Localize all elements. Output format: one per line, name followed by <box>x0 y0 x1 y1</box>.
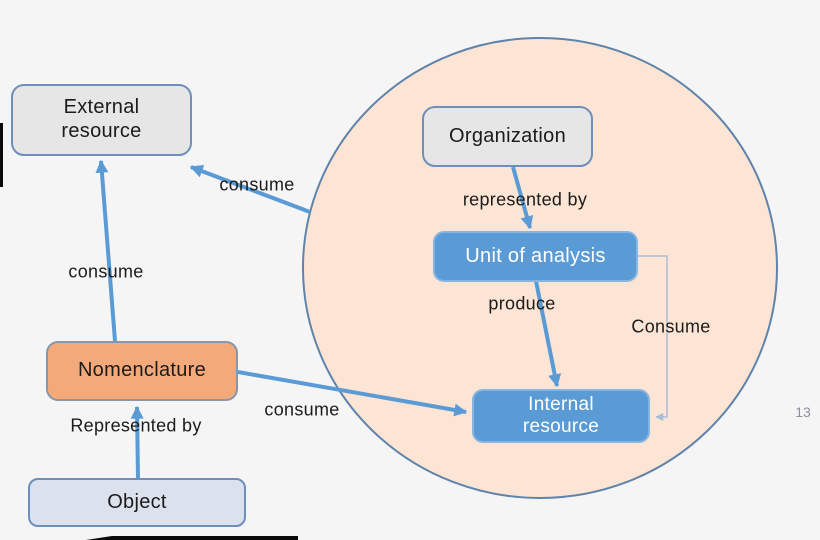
page-number: 13 <box>795 404 811 420</box>
node-nomenclature-label: Nomenclature <box>77 359 207 382</box>
connector-consume-loop <box>638 255 668 421</box>
edge-label-produce: produce <box>488 293 556 314</box>
node-organization: Organization <box>422 106 593 167</box>
node-object: Object <box>28 478 246 527</box>
arrow-representedby-object-to-nomenclature <box>130 405 144 479</box>
edge-label-represented-by: represented by <box>462 189 588 210</box>
arrow-consume-boundary-to-external <box>189 165 311 214</box>
arrow-representedby-organization-to-unit <box>511 166 534 230</box>
node-internal-resource: Internal resource <box>472 389 650 443</box>
node-organization-label: Organization <box>449 124 566 147</box>
edge-label-represented-by-cap: Represented by <box>70 415 202 436</box>
edge-artifact-left <box>0 123 3 187</box>
node-unit-of-analysis-label: Unit of analysis <box>465 244 606 267</box>
node-internal-resource-label: Internal resource <box>522 393 600 437</box>
arrow-consume-nomenclature-to-internal <box>237 370 468 417</box>
edge-label-consume-mid: consume <box>264 399 340 420</box>
edge-label-consume-top: consume <box>219 174 295 195</box>
node-unit-of-analysis: Unit of analysis <box>433 231 638 282</box>
node-external-resource: External resource <box>11 84 192 156</box>
node-external-resource-label: External resource <box>61 96 142 142</box>
edge-artifact-bottom <box>86 536 298 540</box>
node-nomenclature: Nomenclature <box>46 341 238 401</box>
edge-label-consume-loop: Consume <box>631 316 711 337</box>
edge-label-consume-left: consume <box>68 261 144 282</box>
arrow-produce-unit-to-internal <box>534 280 562 388</box>
arrow-consume-nomenclature-to-external <box>95 159 117 342</box>
node-object-label: Object <box>107 490 167 513</box>
